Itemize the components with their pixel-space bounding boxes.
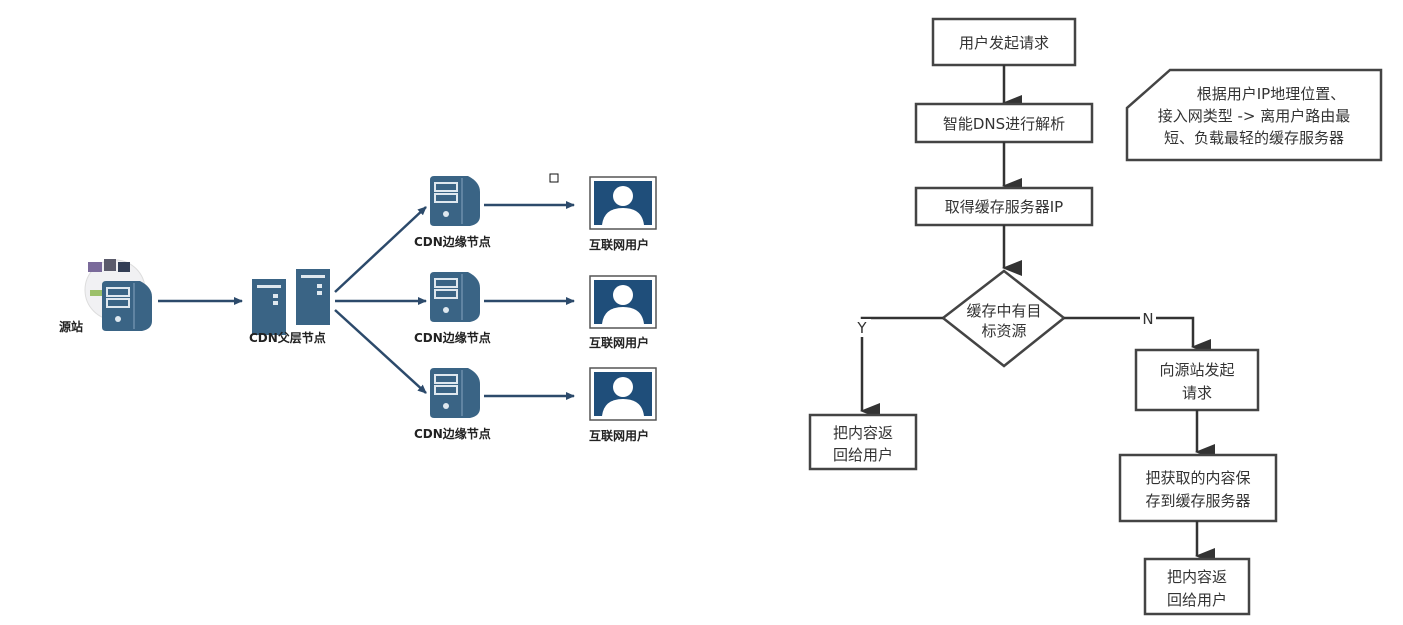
edge-node-2: CDN边缘节点 [414, 271, 491, 345]
arrow-no-branch [1064, 316, 1211, 355]
step-dns-text: 智能DNS进行解析 [943, 115, 1065, 133]
edge-node-1: CDN边缘节点 [414, 175, 491, 249]
step-save-line1: 把获取的内容保 [1145, 469, 1250, 487]
user-avatar-icon [589, 275, 657, 329]
step-yes-return-line1: 把内容返 [833, 424, 893, 442]
note-line1: 根据用户IP地理位置、 [1197, 85, 1345, 103]
step-get-ip-text: 取得缓存服务器IP [945, 198, 1063, 216]
yes-label: Y [856, 319, 867, 337]
step-start-box [931, 17, 1077, 67]
parent-label: CDN父层节点 [249, 330, 326, 345]
edge-node-3: CDN边缘节点 [414, 367, 491, 441]
user-avatar-icon [589, 176, 657, 230]
step-origin-request-line1: 向源站发起 [1159, 361, 1234, 379]
note-line3: 短、负载最轻的缓存服务器 [1164, 129, 1344, 147]
edge-server-icon [429, 367, 481, 419]
step-save-box [1118, 453, 1278, 523]
edge-server-icon [429, 175, 481, 227]
step-final-return-line1: 把内容返 [1167, 568, 1227, 586]
step-yes-return-line2: 回给用户 [833, 446, 893, 464]
user-3: 互联网用户 [589, 367, 657, 443]
parent-server-icon [252, 279, 286, 335]
origin-server: 源站 [59, 259, 153, 334]
decision-text-line2: 标资源 [981, 322, 1026, 340]
decision-diamond [940, 269, 1067, 368]
origin-thumb-icon [90, 290, 104, 296]
user-1: 互联网用户 [589, 176, 657, 252]
parent-to-edge-3-arrow [334, 309, 427, 394]
origin-thumb-icon [104, 259, 116, 271]
user-avatar-icon [589, 367, 657, 421]
edge-label: CDN边缘节点 [414, 330, 491, 345]
user-label: 互联网用户 [589, 335, 649, 350]
parent-node: CDN父层节点 [249, 269, 330, 345]
note-line2: 接入网类型 -> 离用户路由最 [1158, 107, 1351, 125]
parent-to-edge-1-arrow [334, 206, 427, 293]
selection-handle[interactable] [549, 173, 559, 183]
step-final-return-box [1143, 557, 1251, 616]
edge-server-icon [429, 271, 481, 323]
user-label: 互联网用户 [589, 237, 649, 252]
edge-label: CDN边缘节点 [414, 426, 491, 441]
arrow-yes-branch [860, 316, 943, 419]
decision-text-line1: 缓存中有目 [966, 302, 1041, 320]
no-label: N [1142, 310, 1153, 328]
step-yes-return-box [808, 413, 918, 471]
step-origin-request-line2: 请求 [1182, 384, 1212, 402]
origin-label: 源站 [59, 319, 83, 334]
user-2: 互联网用户 [589, 275, 657, 350]
origin-thumb-icon [118, 262, 130, 272]
no-label-bg [1140, 310, 1156, 326]
parent-server-icon-2 [296, 269, 330, 325]
step-final-return-line2: 回给用户 [1167, 591, 1227, 609]
user-label: 互联网用户 [589, 428, 649, 443]
note-box [1125, 68, 1383, 162]
origin-server-icon [101, 280, 153, 332]
step-save-line2: 存到缓存服务器 [1145, 492, 1250, 510]
origin-thumb-icon [88, 262, 102, 272]
edge-label: CDN边缘节点 [414, 234, 491, 249]
step-start-text: 用户发起请求 [959, 34, 1049, 52]
yes-label-bg [855, 319, 871, 337]
